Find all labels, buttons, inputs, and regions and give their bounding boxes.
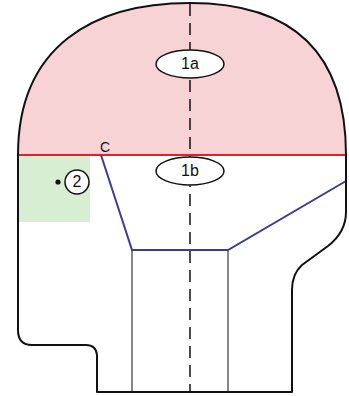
region-number: 2 bbox=[73, 174, 82, 190]
region-number: 1b bbox=[181, 163, 199, 179]
neck-line bbox=[228, 250, 229, 393]
region-oval: 1a bbox=[155, 49, 225, 79]
region-circle: 2 bbox=[64, 169, 90, 195]
region-number: 1a bbox=[181, 56, 199, 72]
boundary-line bbox=[18, 154, 346, 156]
region-1b-boundary bbox=[101, 155, 346, 250]
point-label: C bbox=[100, 140, 110, 154]
region-2-fill bbox=[18, 155, 90, 222]
region-1a-fill bbox=[18, 3, 346, 155]
neck-line bbox=[132, 250, 133, 393]
oval-shape bbox=[156, 50, 224, 78]
region-oval: 1b bbox=[155, 156, 225, 186]
marker-dot bbox=[55, 179, 60, 184]
oval-shape bbox=[156, 157, 224, 185]
oval-shape bbox=[65, 170, 89, 194]
head-outline bbox=[18, 3, 346, 392]
